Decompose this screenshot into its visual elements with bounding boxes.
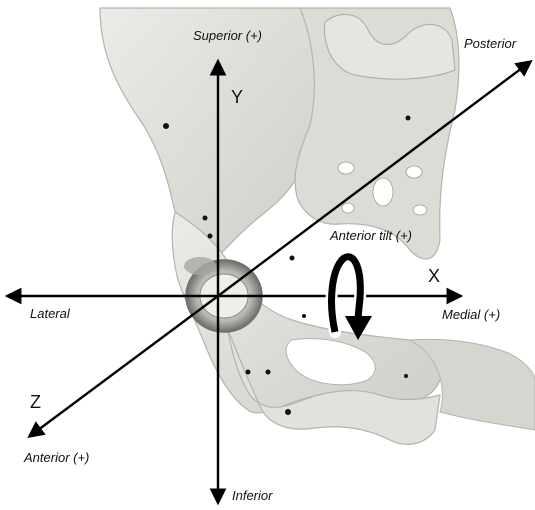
label-x-axis: X bbox=[428, 266, 440, 286]
acetabulum bbox=[184, 257, 262, 332]
label-z-axis: Z bbox=[30, 392, 41, 412]
label-y-axis: Y bbox=[231, 87, 243, 107]
label-lateral: Lateral bbox=[30, 306, 71, 321]
label-anterior-tilt: Anterior tilt (+) bbox=[329, 228, 412, 243]
label-anterior: Anterior (+) bbox=[23, 450, 89, 465]
pelvis-bone-illustration bbox=[100, 8, 535, 444]
rotation-arrow bbox=[332, 257, 372, 340]
label-posterior: Posterior bbox=[464, 36, 517, 51]
label-superior: Superior (+) bbox=[193, 28, 262, 43]
label-medial: Medial (+) bbox=[442, 307, 500, 322]
iliac-wing bbox=[100, 8, 317, 270]
label-inferior: Inferior bbox=[232, 488, 273, 503]
